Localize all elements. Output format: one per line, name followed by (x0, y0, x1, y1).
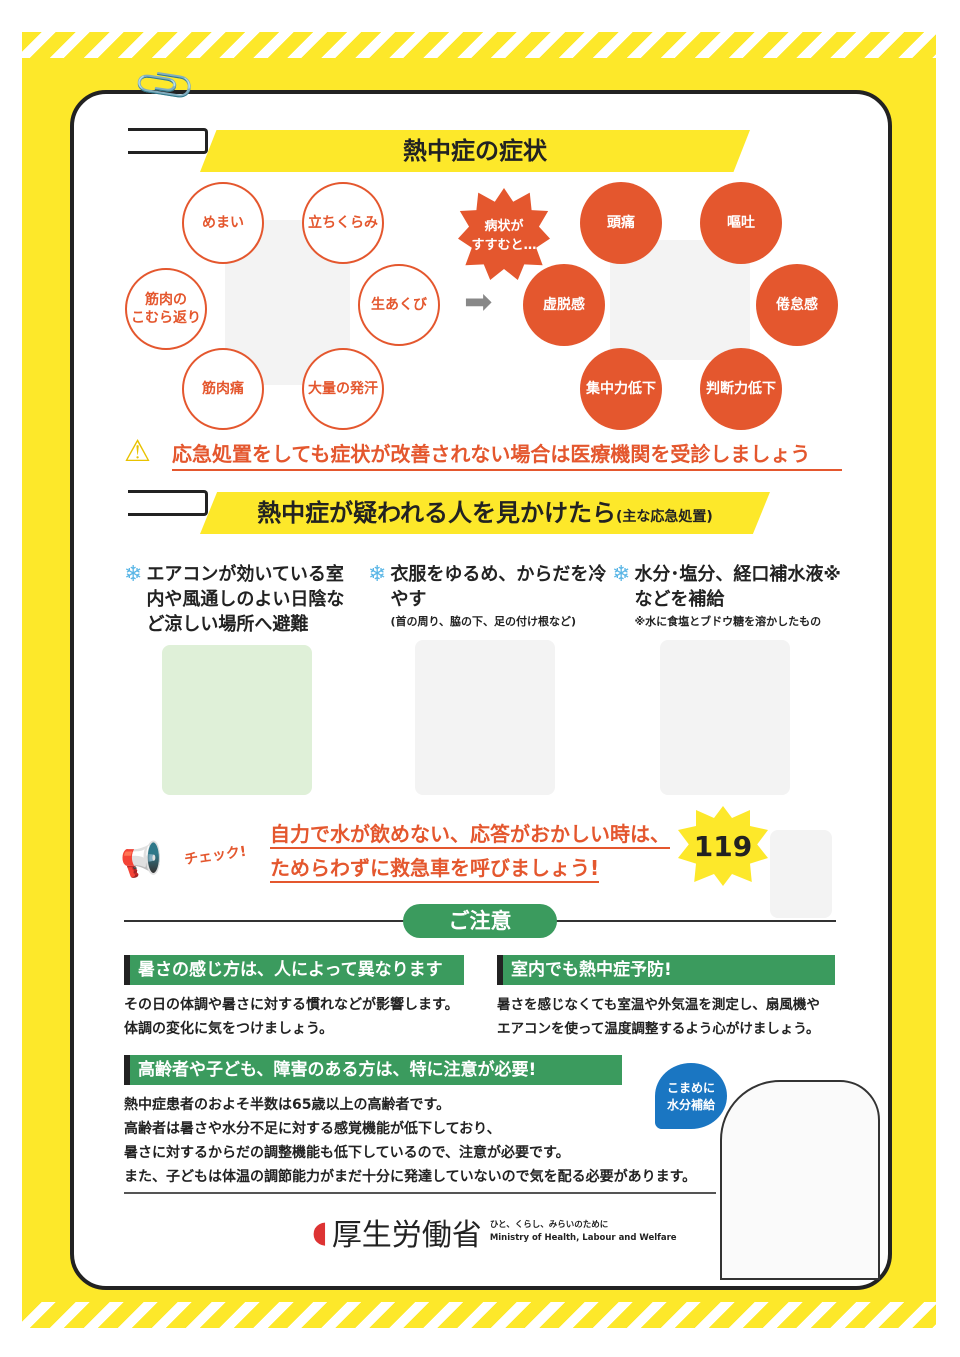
bottom-stripes (22, 1302, 936, 1328)
symptom-headache: 頭痛 (580, 182, 662, 264)
symptom-vomiting: 嘔吐 (700, 182, 782, 264)
warning-text: 応急処置をしても症状が改善されない場合は医療機関を受診しましょう (172, 438, 842, 471)
ministry-name: 厚生労働省 (331, 1218, 482, 1253)
ministry-english: Ministry of Health, Labour and Welfare (489, 1233, 677, 1243)
symptom-yawn: 生あくび (358, 264, 440, 346)
symptom-concentration: 集中力低下 (580, 348, 662, 430)
symptom-muscle-pain: 筋肉痛 (182, 348, 264, 430)
symptom-judgment: 判断力低下 (700, 348, 782, 430)
caution-heading-3: 高齢者や子ども、障害のある方は、特に注意が必要! (124, 1055, 622, 1085)
action-hydrate: ❄水分･塩分、経口補水液※などを補給※水に食塩とブドウ糖を溶かしたもの (612, 562, 844, 632)
symptom-fatigue: 倦怠感 (756, 264, 838, 346)
symptom-prostration: 虚脱感 (523, 264, 605, 346)
divider (124, 1192, 716, 1194)
symptom-sweating: 大量の発汗 (302, 348, 384, 430)
caution-body-3: 熱中症患者のおよそ半数は65歳以上の高齢者です。高齢者は暑さや水分不足に対する感… (124, 1097, 697, 1185)
symptom-dizziness: めまい (182, 182, 264, 264)
caution-body-2: 暑さを感じなくても室温や外気温を測定し、扇風機やエアコンを使って温度調整するよう… (497, 997, 820, 1037)
arrow-right-icon: ➡ (464, 282, 493, 322)
ministry-logo: ◖ 厚生労働省 ひと、くらし、みらいのために Ministry of Healt… (312, 1210, 677, 1254)
action-cool: ❄衣服をゆるめ、からだを冷やす(首の周り、脇の下、足の付け根など) (368, 562, 608, 632)
megaphone-icon: 📢 (120, 840, 163, 880)
warning-icon: ⚠ (124, 434, 151, 469)
section2-subtitle: (主な応急処置) (616, 509, 713, 525)
ministry-tagline: ひと、くらし、みらいのために (489, 1220, 609, 1230)
marker-icon (128, 490, 208, 516)
polar-bear-mascot (720, 1080, 880, 1280)
check-line-1: 自力で水が飲めない、応答がおかしい時は、 (270, 818, 670, 849)
caution-heading-1: 暑さの感じ方は、人によって異なります (124, 955, 464, 985)
marker-icon (128, 128, 208, 154)
shade-illustration (162, 645, 312, 795)
top-stripes (22, 32, 936, 58)
phone-caller-illustration (770, 830, 832, 918)
ministry-emblem-icon: ◖ (312, 1214, 328, 1250)
action-evacuate: ❄エアコンが効いている室内や風通しのよい日陰など涼しい場所へ避難 (124, 562, 345, 635)
caution-title: ご注意 (403, 904, 557, 938)
section2-title: 熱中症が疑われる人を見かけたら (257, 499, 616, 527)
snowflake-icon: ❄ (612, 562, 631, 587)
section1-banner: 熱中症の症状 (200, 130, 750, 172)
check-line-2: ためらわずに救急車を呼びましょう! (270, 852, 600, 883)
cooling-illustration (415, 640, 555, 795)
hydrate-bubble: こまめに 水分補給 (655, 1063, 727, 1129)
symptom-cramp: 筋肉の こむら返り (125, 268, 207, 350)
snowflake-icon: ❄ (124, 562, 143, 587)
snowflake-icon: ❄ (368, 562, 387, 587)
caution-body-1: その日の体調や暑さに対する慣れなどが影響します。体調の変化に気をつけましょう。 (124, 997, 459, 1037)
section1-title: 熱中症の症状 (403, 137, 547, 165)
drinking-illustration (660, 640, 790, 795)
symptom-lightheaded: 立ちくらみ (302, 182, 384, 264)
section2-banner: 熱中症が疑われる人を見かけたら(主な応急処置) (200, 492, 770, 534)
caution-heading-2: 室内でも熱中症予防! (497, 955, 835, 985)
